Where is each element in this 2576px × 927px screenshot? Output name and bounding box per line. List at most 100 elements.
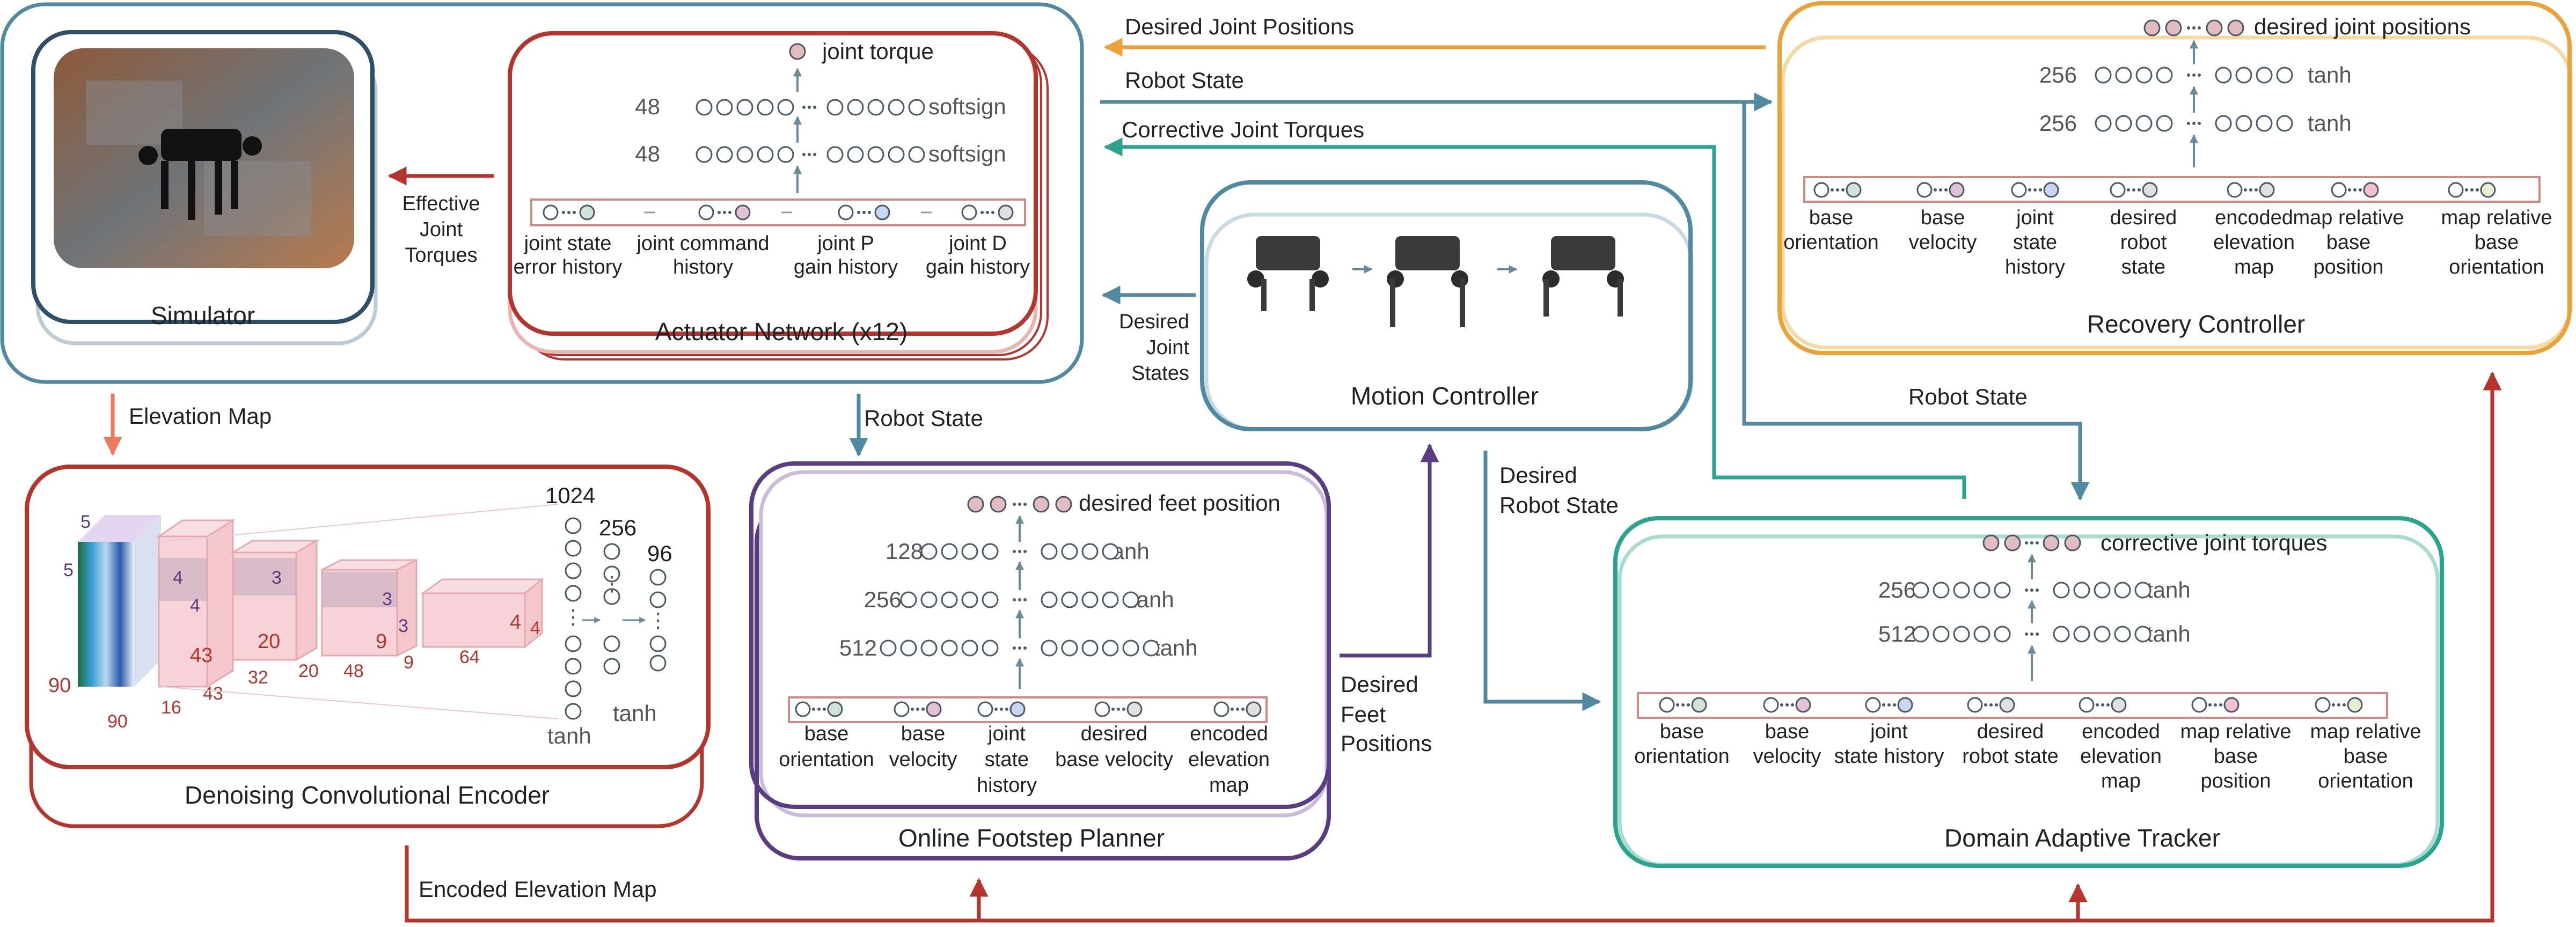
tracker-layer-2-size: 512 — [1878, 621, 1916, 646]
ellipsis-dot — [1241, 708, 1245, 711]
neuron-node — [2143, 19, 2161, 36]
neuron-node — [2142, 182, 2158, 198]
ellipsis-dot — [986, 211, 989, 214]
ellipsis-dot — [991, 211, 994, 214]
svg-text:Feet: Feet — [1341, 702, 1386, 727]
fc-96: 96 — [647, 541, 672, 566]
svg-text:Encoded Elevation Map: Encoded Elevation Map — [419, 877, 657, 902]
sim-actuator-container — [0, 2, 1084, 384]
fc-1024: 1024 — [545, 483, 595, 508]
arrow-desired-joint-states: Desired Joint States — [1101, 285, 1196, 385]
neuron-node — [1081, 639, 1099, 657]
neuron-node — [2215, 115, 2232, 132]
neuron-node — [1041, 591, 1058, 608]
actuator-output-node — [789, 43, 806, 60]
ellipsis-dot — [1785, 703, 1789, 707]
recovery-input-label: base — [2475, 231, 2519, 254]
vertical-ellipsis: ⋮ — [563, 606, 583, 629]
neuron-node — [920, 591, 938, 608]
svg-text:softsign: softsign — [928, 141, 1006, 166]
neuron-node — [920, 639, 938, 657]
ellipsis-dot — [2025, 632, 2028, 636]
neuron-node — [982, 639, 999, 657]
ellipsis-dot — [808, 106, 811, 109]
ellipsis-dot — [2192, 26, 2196, 30]
neuron-node — [2114, 582, 2131, 599]
neuron-node — [874, 204, 890, 220]
neuron-node — [990, 496, 1007, 513]
ellipsis-dot — [2106, 703, 2110, 707]
recovery-input-label: position — [2314, 256, 2384, 278]
neuron-node — [2094, 626, 2111, 643]
ellipsis-dot — [1000, 708, 1003, 711]
ellipsis-dot — [2470, 188, 2473, 192]
neuron-node — [2256, 67, 2273, 84]
planner-layer-2-size: 256 — [864, 587, 902, 612]
neuron-node — [2191, 697, 2207, 713]
ellipsis-dot — [2025, 541, 2028, 545]
elevation-map-input — [78, 515, 161, 687]
tracker-input-label: state history — [1834, 745, 1944, 768]
dim-c4-4: 4 — [510, 611, 521, 634]
neuron-node — [2480, 182, 2496, 198]
recovery-input-label: map relative — [2441, 207, 2552, 229]
actuator-input-3-l2: gain history — [926, 256, 1030, 278]
neuron-node — [1982, 534, 2000, 551]
neuron-node — [1246, 701, 1262, 717]
neuron-node — [735, 204, 751, 220]
ellipsis-dot — [723, 211, 726, 214]
tracker-title: Domain Adaptive Tracker — [1944, 824, 2220, 852]
actuator-block: Actuator Network (x12) joint torque 48 s… — [508, 31, 1049, 360]
svg-text:Effective: Effective — [402, 193, 480, 215]
actuator-input-0-l2: error history — [514, 256, 623, 278]
neuron-node — [2095, 115, 2112, 132]
ellipsis-dot — [1939, 188, 1942, 192]
planner-title: Online Footstep Planner — [898, 824, 1165, 852]
neuron-node — [2134, 626, 2151, 643]
recovery-input-label: orientation — [1783, 231, 1878, 254]
fc-256: 256 — [599, 515, 636, 540]
dim-c4-64: 64 — [459, 647, 480, 667]
neuron-node — [2053, 626, 2070, 643]
ellipsis-dot — [2353, 188, 2357, 192]
recovery-input-label: base — [1921, 207, 1965, 229]
ellipsis-dot — [2030, 541, 2033, 545]
neuron-node — [967, 496, 984, 513]
neuron-node — [867, 146, 884, 163]
neuron-node — [777, 99, 794, 116]
dim-c3-9b: 9 — [404, 652, 414, 673]
ellipsis-dot — [802, 153, 806, 156]
tracker-input-label: position — [2201, 770, 2271, 792]
neuron-node — [1933, 626, 1950, 643]
arrow-effective-torques: Effective Joint Torques — [387, 166, 494, 267]
neuron-node — [649, 591, 667, 608]
ellipsis-dot — [1681, 703, 1685, 707]
ellipsis-dot — [1013, 598, 1016, 601]
neuron-node — [908, 99, 925, 116]
recovery-input-label: desired — [2110, 207, 2177, 229]
encoder-block: Denoising Convolutional Encoder — [25, 465, 711, 828]
ellipsis-dot — [2198, 73, 2201, 77]
ellipsis-dot — [2192, 73, 2196, 77]
neuron-node — [2135, 67, 2153, 84]
neuron-node — [826, 146, 844, 163]
ellipsis-dot — [2465, 188, 2468, 192]
neuron-node — [696, 99, 713, 116]
svg-text:48: 48 — [635, 141, 660, 166]
neuron-node — [2134, 582, 2151, 599]
actuator-input-0-l1: joint state — [524, 232, 612, 255]
conv-layer-4 — [420, 577, 545, 649]
neuron-node — [2094, 582, 2111, 599]
recovery-layer-1-size: 256 — [2039, 62, 2077, 87]
recovery-input-label: state — [2121, 256, 2165, 278]
conv-layer-1 — [156, 519, 236, 688]
dim-c3-9: 9 — [376, 630, 387, 653]
ellipsis-dot — [2028, 188, 2031, 192]
ellipsis-dot — [1005, 708, 1008, 711]
neuron-node — [2043, 534, 2060, 551]
neuron-node — [603, 543, 620, 560]
neuron-node — [2206, 19, 2223, 36]
neuron-node — [1061, 639, 1078, 657]
tracker-input-label: map relative — [2310, 720, 2421, 743]
ellipsis-dot — [2187, 122, 2190, 125]
